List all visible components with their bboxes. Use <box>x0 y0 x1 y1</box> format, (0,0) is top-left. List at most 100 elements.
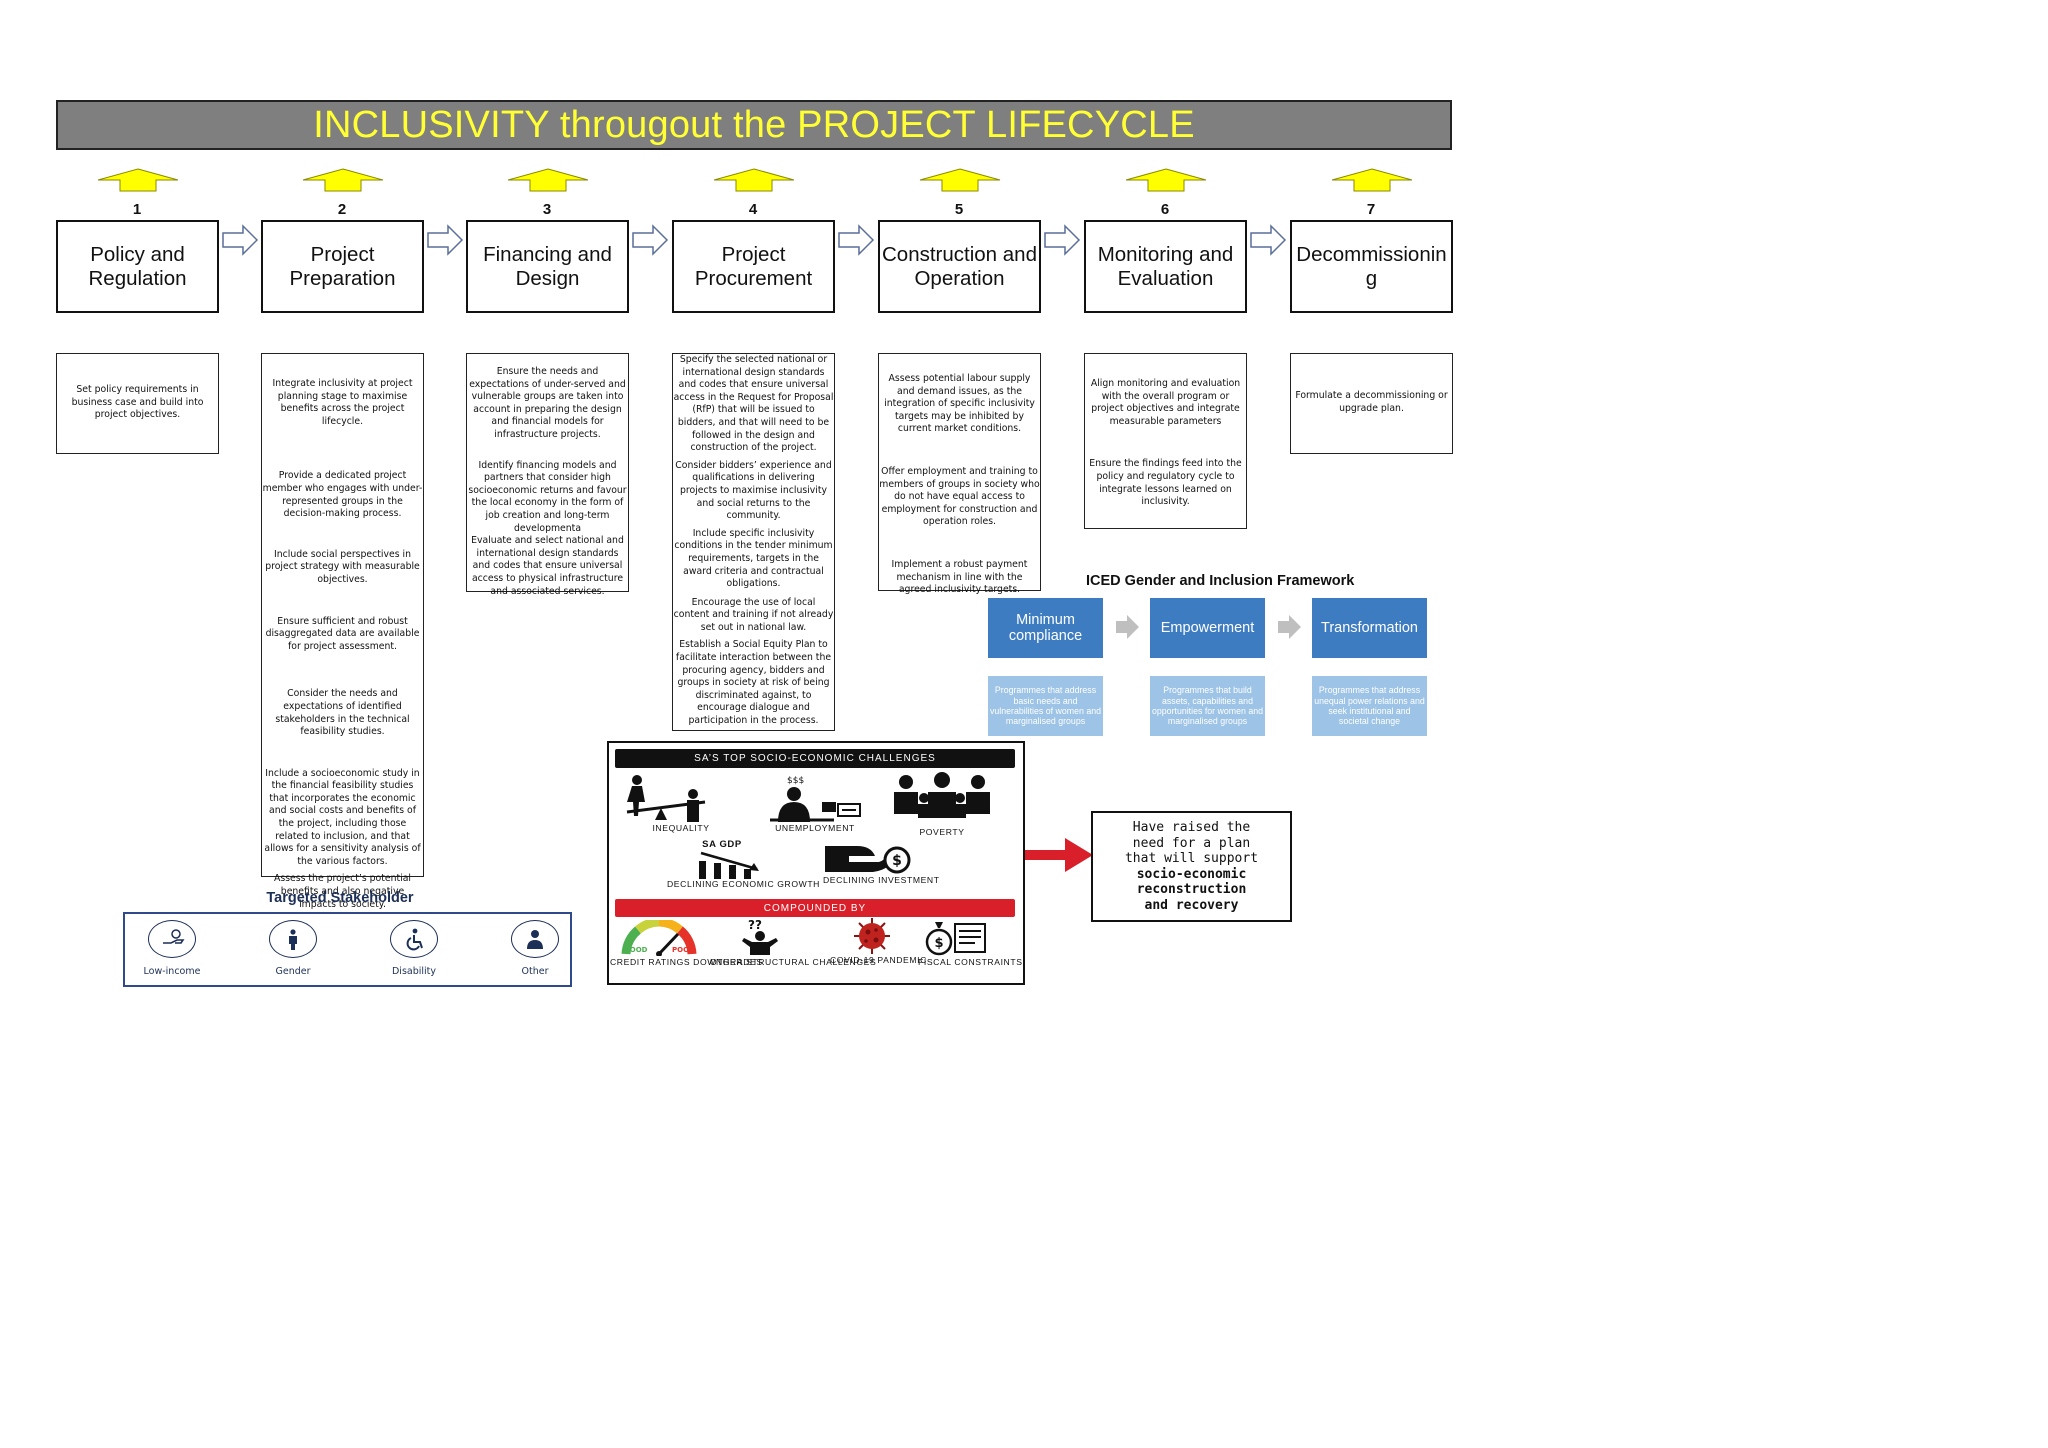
stakeholder-label: Other <box>521 966 549 977</box>
svg-text:$$$: $$$ <box>787 776 804 786</box>
description-paragraph: Ensure sufficient and robust disaggregat… <box>265 615 420 652</box>
stage-box: Financing and Design <box>466 220 629 313</box>
covid-virus-icon <box>854 918 890 954</box>
iced-step-box: Minimum compliance <box>988 598 1103 658</box>
stage-description-box: Formulate a decommissioning or upgrade p… <box>1290 353 1453 454</box>
description-paragraph: Align monitoring and evaluation with the… <box>1090 378 1241 427</box>
stage-description-box: Align monitoring and evaluation with the… <box>1084 353 1247 529</box>
up-arrow-icon <box>506 168 590 192</box>
stage-description-box: Ensure the needs and expectations of und… <box>466 353 629 597</box>
question-marks-label: ?? <box>748 918 762 932</box>
up-arrow-icon <box>96 168 180 192</box>
right-arrow-icon <box>221 224 259 256</box>
callout-line-6: and recovery <box>1144 897 1239 913</box>
chevron-right-icon <box>1276 614 1302 640</box>
description-paragraph: Assess potential labour supply and deman… <box>884 373 1035 435</box>
declining-investment-icon: $ <box>825 846 911 874</box>
stakeholder-item: Disability <box>368 920 460 977</box>
svg-text:$: $ <box>892 853 902 869</box>
iced-step-description: Programmes that build assets, capabiliti… <box>1150 676 1265 736</box>
svg-text:$: $ <box>934 936 943 951</box>
credit-ratings-label: CREDIT RATINGS DOWNGRADES <box>610 957 763 967</box>
stage-description-box: Specify the selected national or interna… <box>672 353 835 731</box>
up-arrow-icon <box>918 168 1002 192</box>
stage-number: 5 <box>954 201 964 218</box>
stage-box: Decommissionin g <box>1290 220 1453 313</box>
stage-box: Project Preparation <box>261 220 424 313</box>
plan-callout: Have raised the need for a plan that wil… <box>1091 811 1292 922</box>
stage-description-box: Assess potential labour supply and deman… <box>878 353 1041 595</box>
gauge-good-label: GOOD <box>624 946 648 954</box>
title-banner: INCLUSIVITY througout the PROJECT LIFECY… <box>56 100 1452 150</box>
credit-rating-gauge-icon: GOOD POOR <box>621 920 697 956</box>
right-arrow-icon <box>837 224 875 256</box>
description-paragraph: Ensure the findings feed into the policy… <box>1089 458 1242 508</box>
stage-number: 4 <box>748 201 758 218</box>
sa-challenges-header: SA’S TOP SOCIO-ECONOMIC CHALLENGES <box>615 749 1015 768</box>
inequality-icon <box>626 775 706 822</box>
red-right-arrow-icon <box>1025 838 1093 872</box>
stage-name: Policy and Regulation <box>88 242 187 290</box>
wheelchair-icon <box>390 920 438 958</box>
stage-number: 7 <box>1366 201 1376 218</box>
stakeholder-label: Disability <box>391 966 437 977</box>
description-paragraph: Evaluate and select national and interna… <box>471 535 624 597</box>
stage-number: 2 <box>337 201 347 218</box>
stage-number: 1 <box>132 201 142 218</box>
fiscal-constraints-label: FISCAL CONSTRAINTS <box>918 957 1023 967</box>
stakeholder-item: Low-income <box>126 920 218 977</box>
description-paragraph: Set policy requirements in business case… <box>71 384 204 421</box>
unemployment-label: UNEMPLOYMENT <box>775 823 855 833</box>
stage-name: Construction and Operation <box>882 242 1037 290</box>
declining-investment-label: DECLINING INVESTMENT <box>823 875 940 885</box>
iced-step-box: Transformation <box>1312 598 1427 658</box>
up-arrow-icon <box>1330 168 1414 192</box>
targeted-stakeholder-panel <box>123 912 572 987</box>
person-icon <box>511 920 559 958</box>
diagram-title: INCLUSIVITY througout the PROJECT LIFECY… <box>313 103 1195 146</box>
targeted-stakeholder-title: Targeted Stakeholder <box>266 890 414 906</box>
description-paragraph: Offer employment and training to members… <box>879 465 1040 528</box>
description-paragraph: Provide a dedicated project member who e… <box>262 470 423 520</box>
up-arrow-icon <box>1124 168 1208 192</box>
description-paragraph: Integrate inclusivity at project plannin… <box>272 378 413 427</box>
stakeholder-label: Low-income <box>143 966 201 977</box>
right-arrow-icon <box>1043 224 1081 256</box>
callout-line-3: that will support <box>1124 851 1259 866</box>
poverty-label: POVERTY <box>919 827 965 837</box>
stage-number: 3 <box>542 201 552 218</box>
iced-step-description: Programmes that address unequal power re… <box>1312 676 1427 736</box>
description-paragraph: Assess the project’s potential benefits … <box>274 873 411 910</box>
iced-framework-title: ICED Gender and Inclusion Framework <box>1086 573 1355 589</box>
right-arrow-icon <box>426 224 464 256</box>
description-paragraph: Ensure the needs and expectations of und… <box>469 366 626 440</box>
description-paragraph: Include a socioeconomic study in the fin… <box>264 767 421 867</box>
iced-step-description: Programmes that address basic needs and … <box>988 676 1103 736</box>
structural-challenges-label: OTHER STRUCTURAL CHALLENGES <box>710 957 877 967</box>
description-paragraph: Consider bidders’ experience and qualifi… <box>675 459 832 522</box>
stage-description-box: Set policy requirements in business case… <box>56 353 219 454</box>
up-arrow-icon <box>712 168 796 192</box>
stage-box: Policy and Regulation <box>56 220 219 313</box>
declining-growth-label: DECLINING ECONOMIC GROWTH <box>667 879 820 889</box>
gauge-poor-label: POOR <box>672 946 695 954</box>
iced-step-box: Empowerment <box>1150 598 1265 658</box>
description-paragraph: Formulate a decommissioning or upgrade p… <box>1295 390 1448 414</box>
compounded-by-banner: COMPOUNDED BY <box>615 899 1015 917</box>
poverty-icon <box>894 772 990 818</box>
stage-number: 6 <box>1160 201 1170 218</box>
callout-line-4: socio-economic <box>1136 866 1247 882</box>
inequality-label: INEQUALITY <box>652 823 710 833</box>
hand-money-icon <box>148 920 196 958</box>
gender-icon <box>269 920 317 958</box>
callout-line-5: reconstruction <box>1136 882 1247 897</box>
stage-name: Decommissionin g <box>1296 242 1447 290</box>
stakeholder-item: Other <box>489 920 581 977</box>
callout-line-1: Have raised the <box>1132 820 1251 835</box>
description-paragraph: Include social perspectives in project s… <box>265 548 420 585</box>
stage-box: Project Procurement <box>672 220 835 313</box>
stage-name: Project Procurement <box>694 242 813 290</box>
stage-name: Monitoring and Evaluation <box>1097 242 1234 290</box>
description-paragraph: Identify financing models and partners t… <box>468 459 627 534</box>
right-arrow-icon <box>631 224 669 256</box>
